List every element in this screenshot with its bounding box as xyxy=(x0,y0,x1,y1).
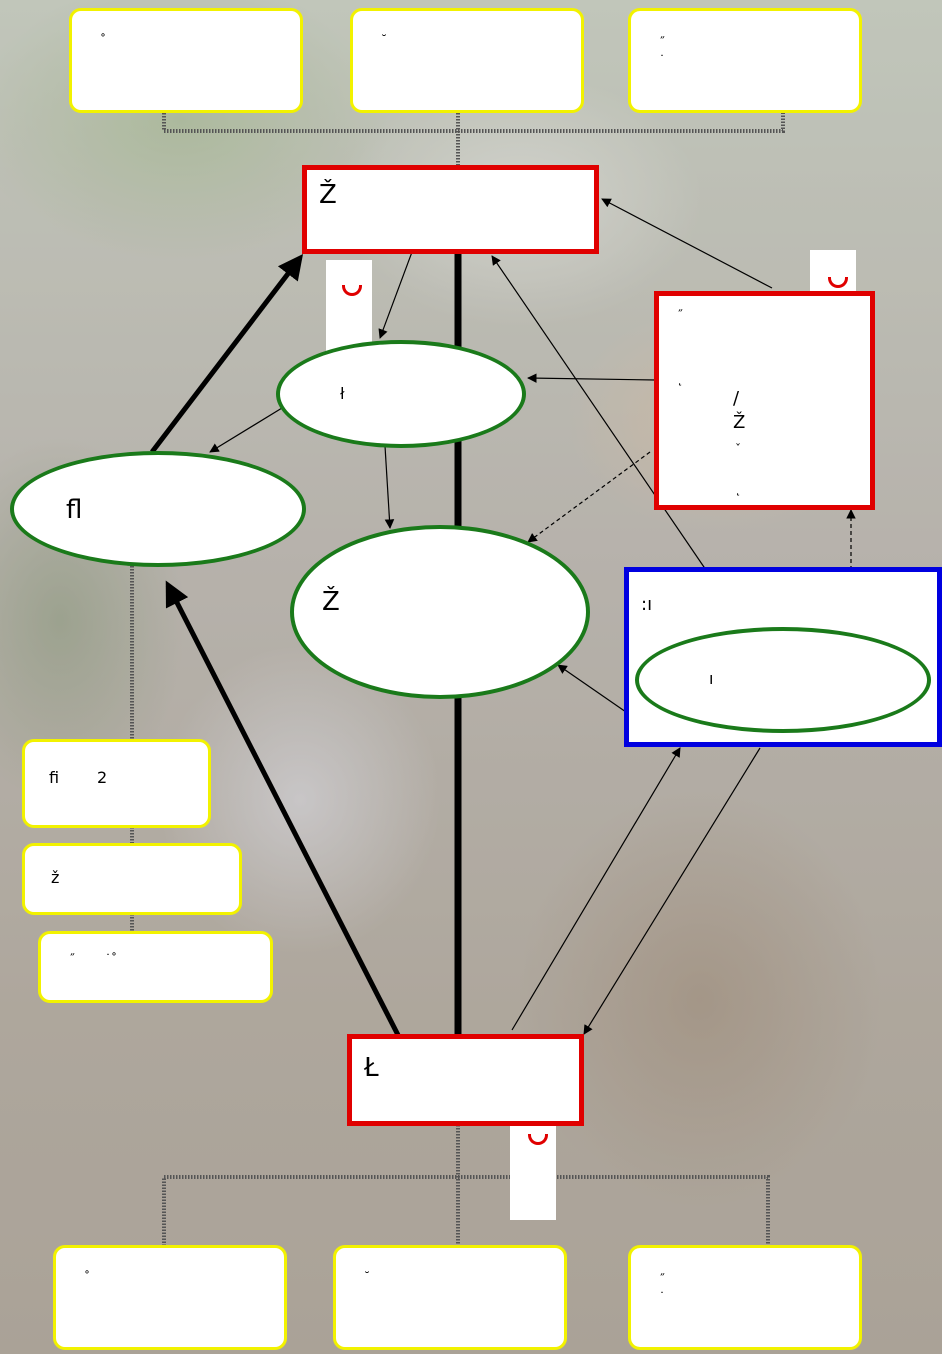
smile-icon xyxy=(342,285,362,296)
smile-icon xyxy=(828,277,848,288)
bottom-box-1: ˚ xyxy=(53,1245,287,1350)
ellipse-small-label: ł xyxy=(340,384,345,403)
ellipse-left: ﬂ xyxy=(10,451,306,567)
bottom-box-1-text: ˚ xyxy=(84,1270,90,1284)
bottom-box-2: ˘ xyxy=(333,1245,567,1350)
arrow-blue-to-bottom xyxy=(583,747,761,1035)
tab-marker-bottom xyxy=(510,1120,556,1220)
tab-marker-right xyxy=(810,250,856,295)
arrow-bottom-to-blue xyxy=(511,747,681,1031)
ellipse-center-label: Ž xyxy=(322,587,340,617)
right-box-line-1: ˝ xyxy=(677,308,683,322)
right-box-line-5: ˇ xyxy=(735,442,741,456)
right-box-line-4: Ž xyxy=(733,412,746,433)
arrow-blue-to-center xyxy=(557,664,627,713)
left-box-2-a: ž xyxy=(51,868,60,887)
left-box-1-b: 2 xyxy=(97,768,108,787)
top-box-3: ˝ ˙ xyxy=(628,8,862,113)
arrow-small-to-left xyxy=(209,407,283,453)
ellipse-left-label: ﬂ xyxy=(66,495,83,525)
bottom-box-3: ˝ ˙ xyxy=(628,1245,862,1350)
right-box-line-6: ˛ xyxy=(735,482,741,496)
top-bracket xyxy=(162,113,785,165)
thick-arrow-left-to-top xyxy=(150,254,304,454)
main-bottom-box: Ł xyxy=(347,1034,584,1126)
left-box-1-a: ﬁ xyxy=(49,768,60,787)
dashed-arrow-right-to-center xyxy=(527,451,651,543)
arrow-blue-to-top xyxy=(491,255,707,571)
top-box-3-text: ˝ ˙ xyxy=(659,35,665,67)
smile-icon xyxy=(528,1134,548,1145)
main-top-box: Ž xyxy=(302,165,599,254)
top-box-1-text: ˚ xyxy=(100,33,106,47)
left-box-3-a: ˝ xyxy=(69,952,75,966)
bottom-box-2-text: ˘ xyxy=(364,1270,370,1284)
blue-box-ellipse: ı xyxy=(635,627,931,733)
tab-marker-top xyxy=(326,260,372,355)
left-box-3-b: ˙˚ xyxy=(105,952,117,966)
top-box-2-text: ˘ xyxy=(381,33,387,47)
blue-box-ellipse-label: ı xyxy=(709,669,714,688)
main-bottom-label: Ł xyxy=(364,1053,379,1083)
arrow-top-to-small xyxy=(378,251,413,339)
left-box-2: ž xyxy=(22,843,242,915)
left-box-3: ˝ ˙˚ xyxy=(38,931,273,1003)
ellipse-small: ł xyxy=(276,340,526,448)
top-box-2: ˘ xyxy=(350,8,584,113)
main-top-label: Ž xyxy=(319,180,337,210)
blue-box: :ı ı xyxy=(624,567,942,747)
arrow-right-to-top xyxy=(601,198,773,289)
thick-arrow-bottom-to-left xyxy=(165,580,401,1037)
right-box-line-3: / xyxy=(733,388,740,409)
bottom-bracket xyxy=(162,1125,770,1246)
arrow-right-to-small xyxy=(527,373,657,383)
bottom-box-3-text: ˝ ˙ xyxy=(659,1272,665,1304)
blue-box-label: :ı xyxy=(641,594,653,615)
arrow-small-to-center xyxy=(384,445,395,529)
left-box-1: ﬁ 2 xyxy=(22,739,211,828)
top-box-1: ˚ xyxy=(69,8,303,113)
right-box: ˝ ˛ / Ž ˇ ˛ xyxy=(654,291,875,510)
right-box-line-2: ˛ xyxy=(677,372,683,386)
ellipse-center: Ž xyxy=(290,525,590,699)
